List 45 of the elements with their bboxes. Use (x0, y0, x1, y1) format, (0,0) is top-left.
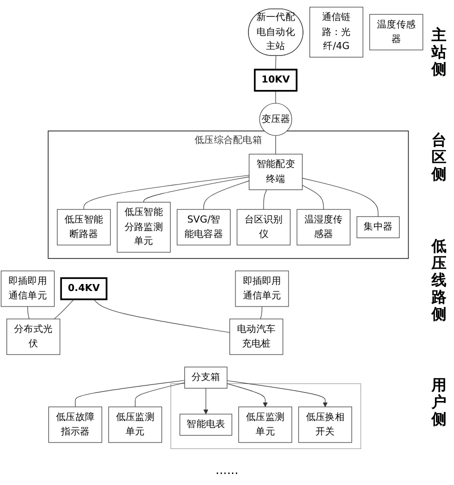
node-circle: 变压器 (259, 102, 292, 136)
node-box: 电动汽车充电桩 (229, 318, 284, 354)
connector (275, 134, 276, 154)
connector (74, 380, 185, 407)
node-box: 温湿度传感器 (296, 208, 350, 245)
connector (93, 298, 230, 332)
arrow (226, 380, 328, 407)
node-box: 低压智能断路器 (56, 208, 111, 245)
node-box: 分支箱 (184, 366, 228, 388)
side-label: 台区侧 (431, 132, 447, 184)
node-box: 低压监测单元 (238, 406, 292, 442)
node-box: 即插即用通信单元 (235, 270, 289, 306)
node-box: 0.4KV (60, 276, 108, 300)
node-box: 温度传感器 (369, 14, 424, 50)
node-box: SVG/智能电容器 (176, 208, 231, 245)
node-box: 智能配变终端 (248, 153, 303, 190)
node-box: 智能电表 (180, 413, 232, 436)
connector (84, 174, 250, 210)
node-box: 台区识别仪 (236, 208, 290, 245)
node-box: 10KV (254, 68, 298, 92)
connector (302, 184, 324, 210)
connector (260, 306, 262, 319)
connector (263, 189, 268, 210)
connector (27, 306, 30, 319)
connector (134, 382, 185, 407)
ellipsis-label: ...... (216, 463, 238, 477)
connector (143, 176, 250, 202)
connector (302, 177, 378, 216)
arrow (203, 388, 208, 414)
node-box: 低压换相开关 (298, 406, 352, 442)
connector (203, 180, 250, 210)
node-box: 低压故障指示器 (48, 406, 102, 442)
arrow (226, 382, 268, 407)
connector (275, 55, 276, 70)
side-label: 低压线路侧 (431, 238, 447, 323)
node-box: 低压监测单元 (108, 406, 162, 442)
node-box: 集中器 (356, 216, 400, 238)
node-box: 低压智能分路监测单元 (116, 201, 171, 252)
side-label: 主站侧 (431, 27, 447, 78)
node-box: 即插即用通信单元 (0, 270, 55, 306)
node-box: 通信链路：光纤/4G (310, 6, 364, 58)
node-box: 分布式光伏 (6, 318, 60, 354)
side-label: 用户侧 (431, 376, 447, 428)
connector (54, 298, 74, 319)
connector (275, 90, 276, 104)
